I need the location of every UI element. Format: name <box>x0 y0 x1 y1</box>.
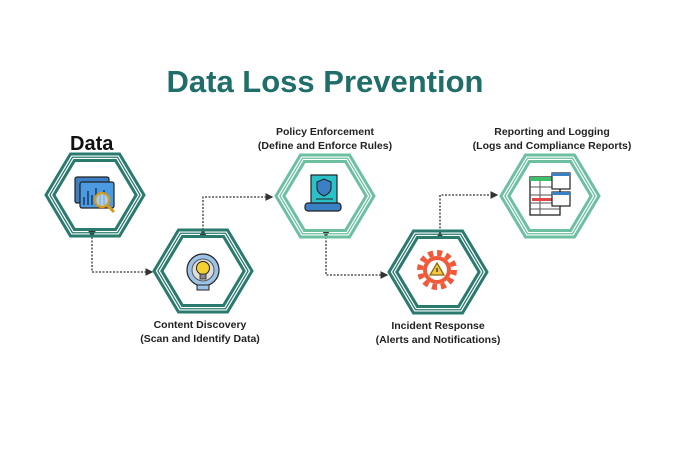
gear-warning-icon <box>417 250 457 290</box>
connector-incident-reporting <box>436 191 499 239</box>
policy-scroll-icon <box>304 174 342 212</box>
node-policy-label: Policy Enforcement (Define and Enforce R… <box>258 125 392 153</box>
connector-discovery-policy <box>199 193 274 237</box>
node-discovery-label: Content Discovery (Scan and Identify Dat… <box>140 318 260 346</box>
diagram-title: Data Loss Prevention <box>166 64 484 99</box>
node-incident-title: Incident Response <box>391 320 485 332</box>
node-incident-subtitle: (Alerts and Notifications) <box>375 334 501 346</box>
node-incident-label: Incident Response (Alerts and Notificati… <box>376 319 501 347</box>
connector-data-discovery <box>88 230 154 276</box>
node-discovery-title: Content Discovery <box>153 319 247 331</box>
node-reporting-title: Reporting and Logging <box>494 126 610 138</box>
node-discovery-subtitle: (Scan and Identify Data) <box>140 333 260 345</box>
connector-policy-incident <box>322 230 389 279</box>
node-data-label: Data <box>70 133 114 155</box>
node-reporting-label: Reporting and Logging (Logs and Complian… <box>473 125 632 153</box>
node-reporting-subtitle: (Logs and Compliance Reports) <box>472 140 632 152</box>
lightbulb-icon <box>186 253 220 291</box>
report-icon <box>529 172 571 216</box>
data-search-icon <box>74 176 116 214</box>
node-policy-title: Policy Enforcement <box>275 126 375 138</box>
node-policy-subtitle: (Define and Enforce Rules) <box>257 140 393 152</box>
hexagon-incident <box>387 229 489 315</box>
